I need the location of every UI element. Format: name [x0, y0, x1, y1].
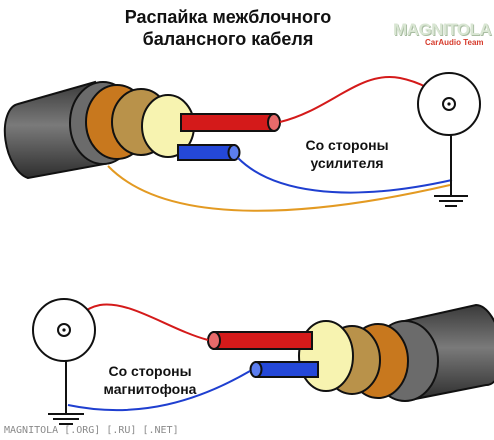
headunit-ground-symbol — [48, 413, 84, 425]
top-orange-wire — [107, 165, 451, 212]
footer-watermark: MAGNITOLA [.ORG] [.RU] [.NET] — [4, 425, 179, 436]
amplifier-rca-center — [447, 102, 451, 106]
top-blue-wire — [237, 157, 453, 194]
headunit-label-line-2: магнитофона — [103, 381, 197, 397]
top-blue-conductor-tip — [227, 144, 241, 161]
amplifier-label-line-1: Со стороны — [305, 137, 389, 153]
bottom-red-conductor-tip — [207, 331, 221, 350]
amplifier-rca-jack — [417, 72, 481, 136]
headunit-rca-jack — [32, 298, 96, 362]
headunit-label-line-1: Со стороны — [108, 363, 192, 379]
amplifier-label-line-2: усилителя — [310, 155, 384, 171]
bottom-cable — [207, 303, 494, 402]
amplifier-ground-symbol — [434, 195, 468, 207]
bottom-blue-conductor — [255, 361, 319, 378]
title-line-2: балансного кабеля — [142, 29, 314, 49]
top-cable — [3, 80, 281, 180]
top-red-conductor — [180, 113, 275, 132]
diagram-title: Распайка межблочного балансного кабеля — [88, 6, 368, 50]
magnitola-logo: MAGNITOLA CarAudio Team — [393, 20, 492, 48]
top-blue-conductor — [177, 144, 235, 161]
title-line-1: Распайка межблочного — [124, 7, 332, 27]
logo-main-text: MAGNITOLA — [393, 20, 492, 39]
top-red-conductor-tip — [267, 113, 281, 132]
bottom-blue-wire — [67, 370, 251, 412]
bottom-blue-conductor-tip — [249, 361, 263, 378]
amplifier-side-label: Со стороны усилителя — [292, 136, 402, 172]
bottom-red-conductor — [213, 331, 313, 350]
logo-sub-text: CarAudio Team — [425, 38, 484, 47]
headunit-rca-center — [62, 328, 66, 332]
headunit-side-label: Со стороны магнитофона — [90, 362, 210, 398]
